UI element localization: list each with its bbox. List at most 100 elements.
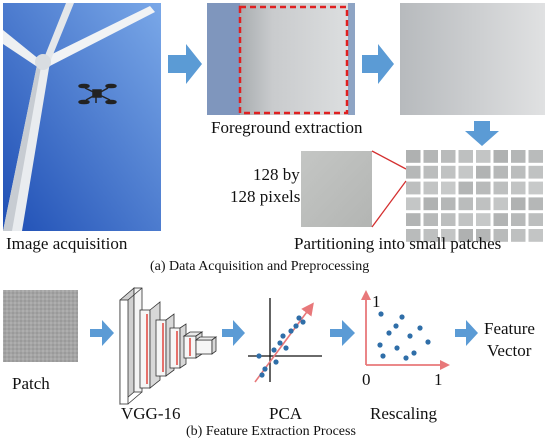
patch-tile xyxy=(406,229,421,242)
patch-tile xyxy=(441,213,456,226)
patch-tile xyxy=(406,213,421,226)
label-vgg16: VGG-16 xyxy=(121,404,181,423)
rescaling-dot xyxy=(425,339,431,345)
patch-tile xyxy=(458,197,473,211)
patch-tile xyxy=(458,150,473,163)
patch-tile xyxy=(528,213,543,226)
pca-plot xyxy=(248,298,322,383)
patch-b-image xyxy=(3,290,78,362)
patch-tile xyxy=(493,213,508,226)
label-feature-2: Vector xyxy=(487,341,532,360)
arrow-right-5 xyxy=(330,320,355,346)
pca-dot xyxy=(280,333,286,339)
patch-tile xyxy=(476,229,491,242)
pca-dot xyxy=(271,347,277,353)
label-pca: PCA xyxy=(269,404,303,423)
label-feature-1: Feature xyxy=(484,319,535,338)
rescaling-plot xyxy=(361,290,450,370)
pca-dot xyxy=(283,345,289,351)
rescaling-dot xyxy=(407,333,413,339)
patch-tile xyxy=(528,229,543,242)
patch-tile xyxy=(511,181,526,195)
patch-tile xyxy=(441,197,456,211)
patch-tile xyxy=(476,197,491,211)
rescaling-dot xyxy=(377,342,383,348)
patch-tile xyxy=(423,197,438,211)
patch-tile xyxy=(511,213,526,226)
patch-tile xyxy=(493,181,508,195)
pca-dot xyxy=(273,359,279,365)
rescaling-y-max: 1 xyxy=(372,292,381,311)
label-partitioning: Partitioning into small patches xyxy=(294,234,502,253)
rescaling-dot xyxy=(378,311,384,317)
patch-tile xyxy=(406,150,421,163)
zoom-connector-bottom xyxy=(371,180,407,228)
patch-tile xyxy=(493,150,508,163)
patch-tile xyxy=(528,181,543,195)
rescaling-dot xyxy=(403,355,409,361)
pca-dot xyxy=(300,319,306,325)
pca-dot xyxy=(256,353,262,359)
patch-tile xyxy=(423,181,438,195)
zoom-connector-top xyxy=(371,150,407,170)
patch-tile xyxy=(476,213,491,226)
caption-b: (b) Feature Extraction Process xyxy=(186,424,356,439)
pca-dot xyxy=(288,328,294,334)
label-rescaling: Rescaling xyxy=(370,404,438,423)
patch-tile xyxy=(511,165,526,179)
arrow-down xyxy=(465,121,499,146)
label-patch: Patch xyxy=(12,374,50,393)
patch-tile xyxy=(441,229,456,242)
rescaling-dot xyxy=(411,350,417,356)
rescaling-dot xyxy=(394,345,400,351)
patch-tile xyxy=(423,150,438,163)
patch-tile xyxy=(406,197,421,211)
label-image-acquisition: Image acquisition xyxy=(6,234,128,253)
rescaling-dot xyxy=(393,323,399,329)
caption-a: (a) Data Acquisition and Preprocessing xyxy=(150,259,370,274)
patch-tile xyxy=(476,165,491,179)
turbine-photo xyxy=(3,3,161,231)
patch-tile xyxy=(493,197,508,211)
arrow-right-1 xyxy=(168,44,202,84)
patch-tile xyxy=(458,213,473,226)
rescaling-dot xyxy=(417,325,423,331)
arrow-right-3 xyxy=(90,320,114,346)
patch-tile xyxy=(458,229,473,242)
drone-icon xyxy=(78,83,117,105)
rescaling-dot xyxy=(399,314,405,320)
arrow-right-6 xyxy=(455,320,478,346)
wind-turbine-icon xyxy=(3,3,155,231)
pca-dot xyxy=(277,340,283,346)
patch-tile xyxy=(441,181,456,195)
arrow-right-2 xyxy=(362,44,394,84)
rescaling-dots xyxy=(377,311,431,361)
patch-tile xyxy=(441,165,456,179)
patch-tile xyxy=(511,150,526,163)
patch-tile xyxy=(528,197,543,211)
patch-tile xyxy=(458,181,473,195)
patch-tile xyxy=(458,165,473,179)
cropped-panel xyxy=(400,3,545,115)
rescaling-x-max: 1 xyxy=(434,370,443,389)
patch-tile xyxy=(441,150,456,163)
patch-tile xyxy=(511,197,526,211)
patch-grid xyxy=(406,150,543,242)
patch-tile xyxy=(511,229,526,242)
dashed-roi-box xyxy=(238,5,349,115)
rescaling-dot xyxy=(386,330,392,336)
patch-tile xyxy=(528,165,543,179)
arrow-right-4 xyxy=(222,320,245,346)
patch-tile xyxy=(493,165,508,179)
label-foreground-extraction: Foreground extraction xyxy=(211,118,363,137)
patch-tile xyxy=(476,181,491,195)
pca-dots xyxy=(256,315,306,378)
patch-tile xyxy=(476,150,491,163)
label-patch-size-1: 128 by xyxy=(253,165,300,184)
pca-dot xyxy=(259,372,265,378)
rescaling-dot xyxy=(380,353,386,359)
patch-tile xyxy=(423,229,438,242)
pca-dot xyxy=(262,366,268,372)
vgg-layer-stack xyxy=(119,287,218,405)
